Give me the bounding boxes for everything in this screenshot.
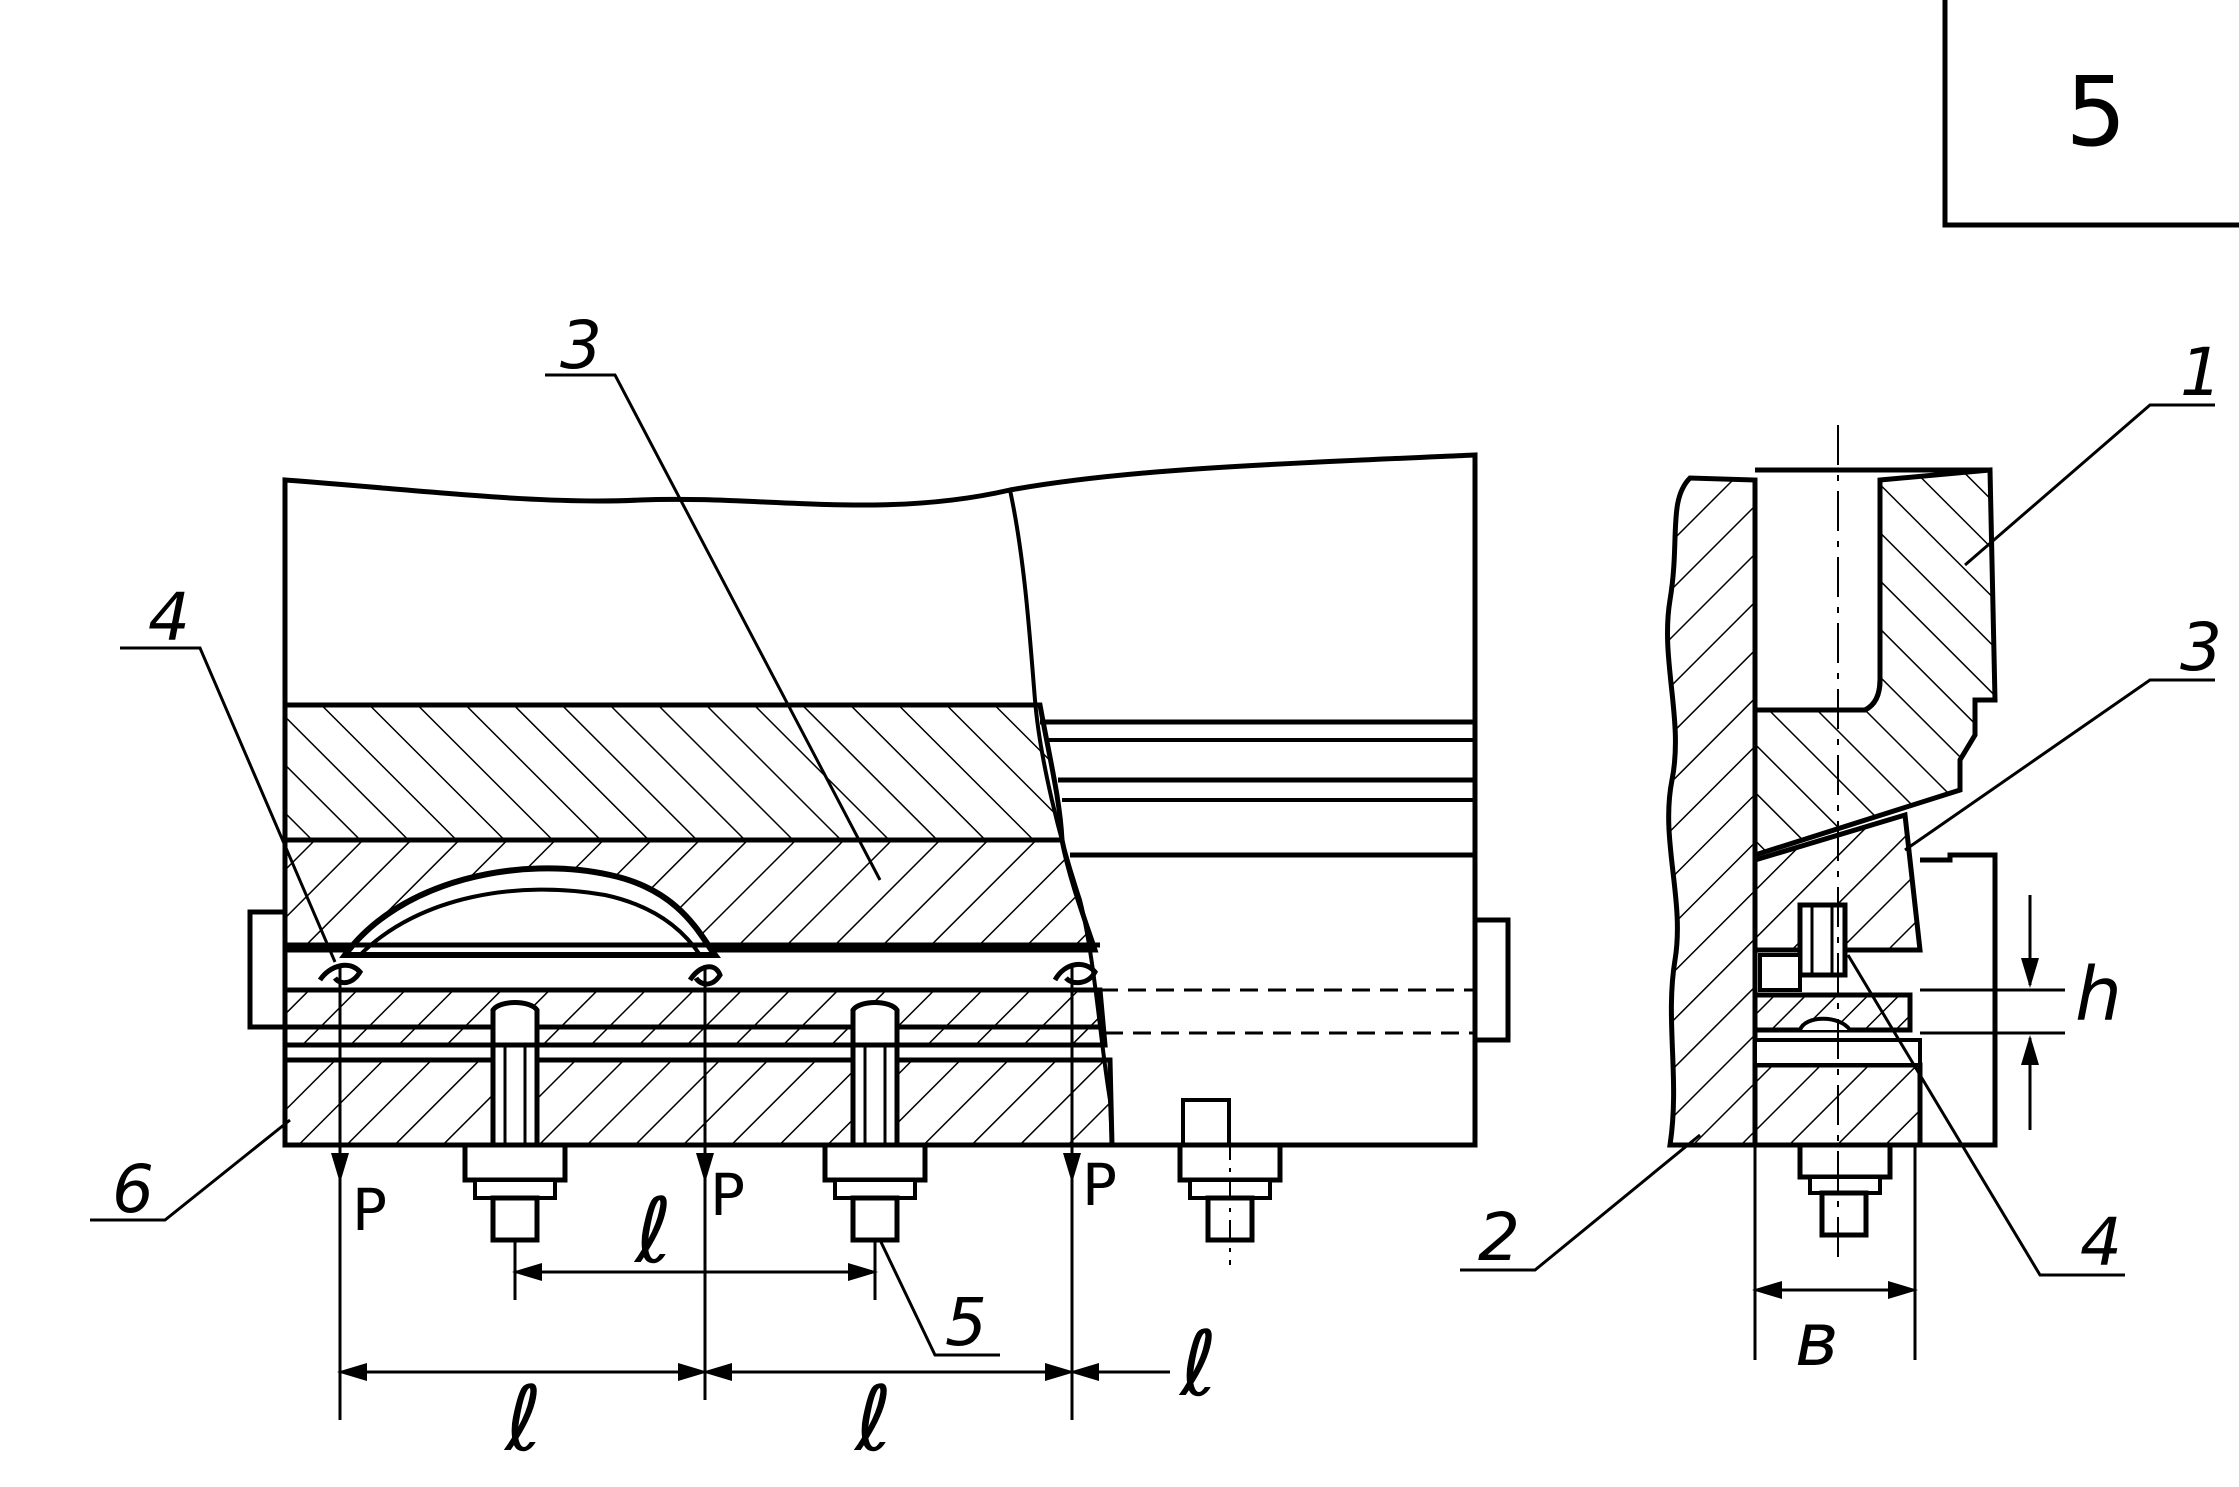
force-label-p-3: P <box>1082 1151 1117 1219</box>
dim-l-3: ℓ <box>853 1367 892 1472</box>
sheet-number-box: 5 <box>1942 0 2239 228</box>
dim-l-1: ℓ <box>633 1179 672 1284</box>
right-tab <box>1472 917 1511 1043</box>
lower-thin-plate <box>282 987 1108 1048</box>
left-leaders: 3 4 6 5 <box>90 307 1000 1361</box>
dim-b: в <box>1752 1145 1918 1383</box>
sheet-number: 5 <box>2065 56 2126 168</box>
label-part-3: 3 <box>560 307 602 384</box>
right-view: h в 1 3 2 4 <box>1460 334 2222 1383</box>
force-arrows: P P P <box>331 965 1117 1244</box>
right-leaders: 1 3 2 4 <box>1460 334 2222 1281</box>
label-part-1: 1 <box>2180 334 2222 411</box>
lower-wedge-plate <box>1752 992 1913 1033</box>
force-label-p-1: P <box>352 1176 387 1244</box>
force-label-p-2: P <box>710 1161 745 1229</box>
dim-l-4: ℓ <box>1178 1312 1217 1417</box>
stud-2 <box>822 1000 928 1243</box>
upper-layer-section <box>282 702 1065 843</box>
dim-b-label: в <box>1795 1297 1839 1383</box>
left-view: P P P ℓ ℓ ℓ ℓ 3 4 6 <box>90 307 1511 1472</box>
part-1-section <box>1752 467 1998 859</box>
stud-1 <box>462 1000 568 1243</box>
wedge-part-3-section <box>1752 811 1923 953</box>
spring-arc-inner <box>358 887 702 957</box>
dim-h-label: h <box>2075 952 2122 1038</box>
label-part-5: 5 <box>945 1284 987 1361</box>
label-part-2: 2 <box>1478 1199 1520 1276</box>
dim-h: h <box>1920 895 2122 1130</box>
part-6-base-section <box>282 1057 1115 1148</box>
dim-l-2: ℓ <box>503 1367 542 1472</box>
stud-3 <box>1177 1098 1283 1265</box>
label-part-3-right: 3 <box>2180 609 2222 686</box>
part-2-section <box>1665 475 1758 1148</box>
label-part-4: 4 <box>148 579 190 656</box>
body-outline <box>282 452 1478 1148</box>
guide-strip <box>247 909 288 1030</box>
label-part-6: 6 <box>112 1151 154 1228</box>
label-part-4-right: 4 <box>2080 1204 2122 1281</box>
spring-arc-void <box>339 865 721 958</box>
dimensions: ℓ ℓ ℓ ℓ <box>337 1179 1217 1472</box>
